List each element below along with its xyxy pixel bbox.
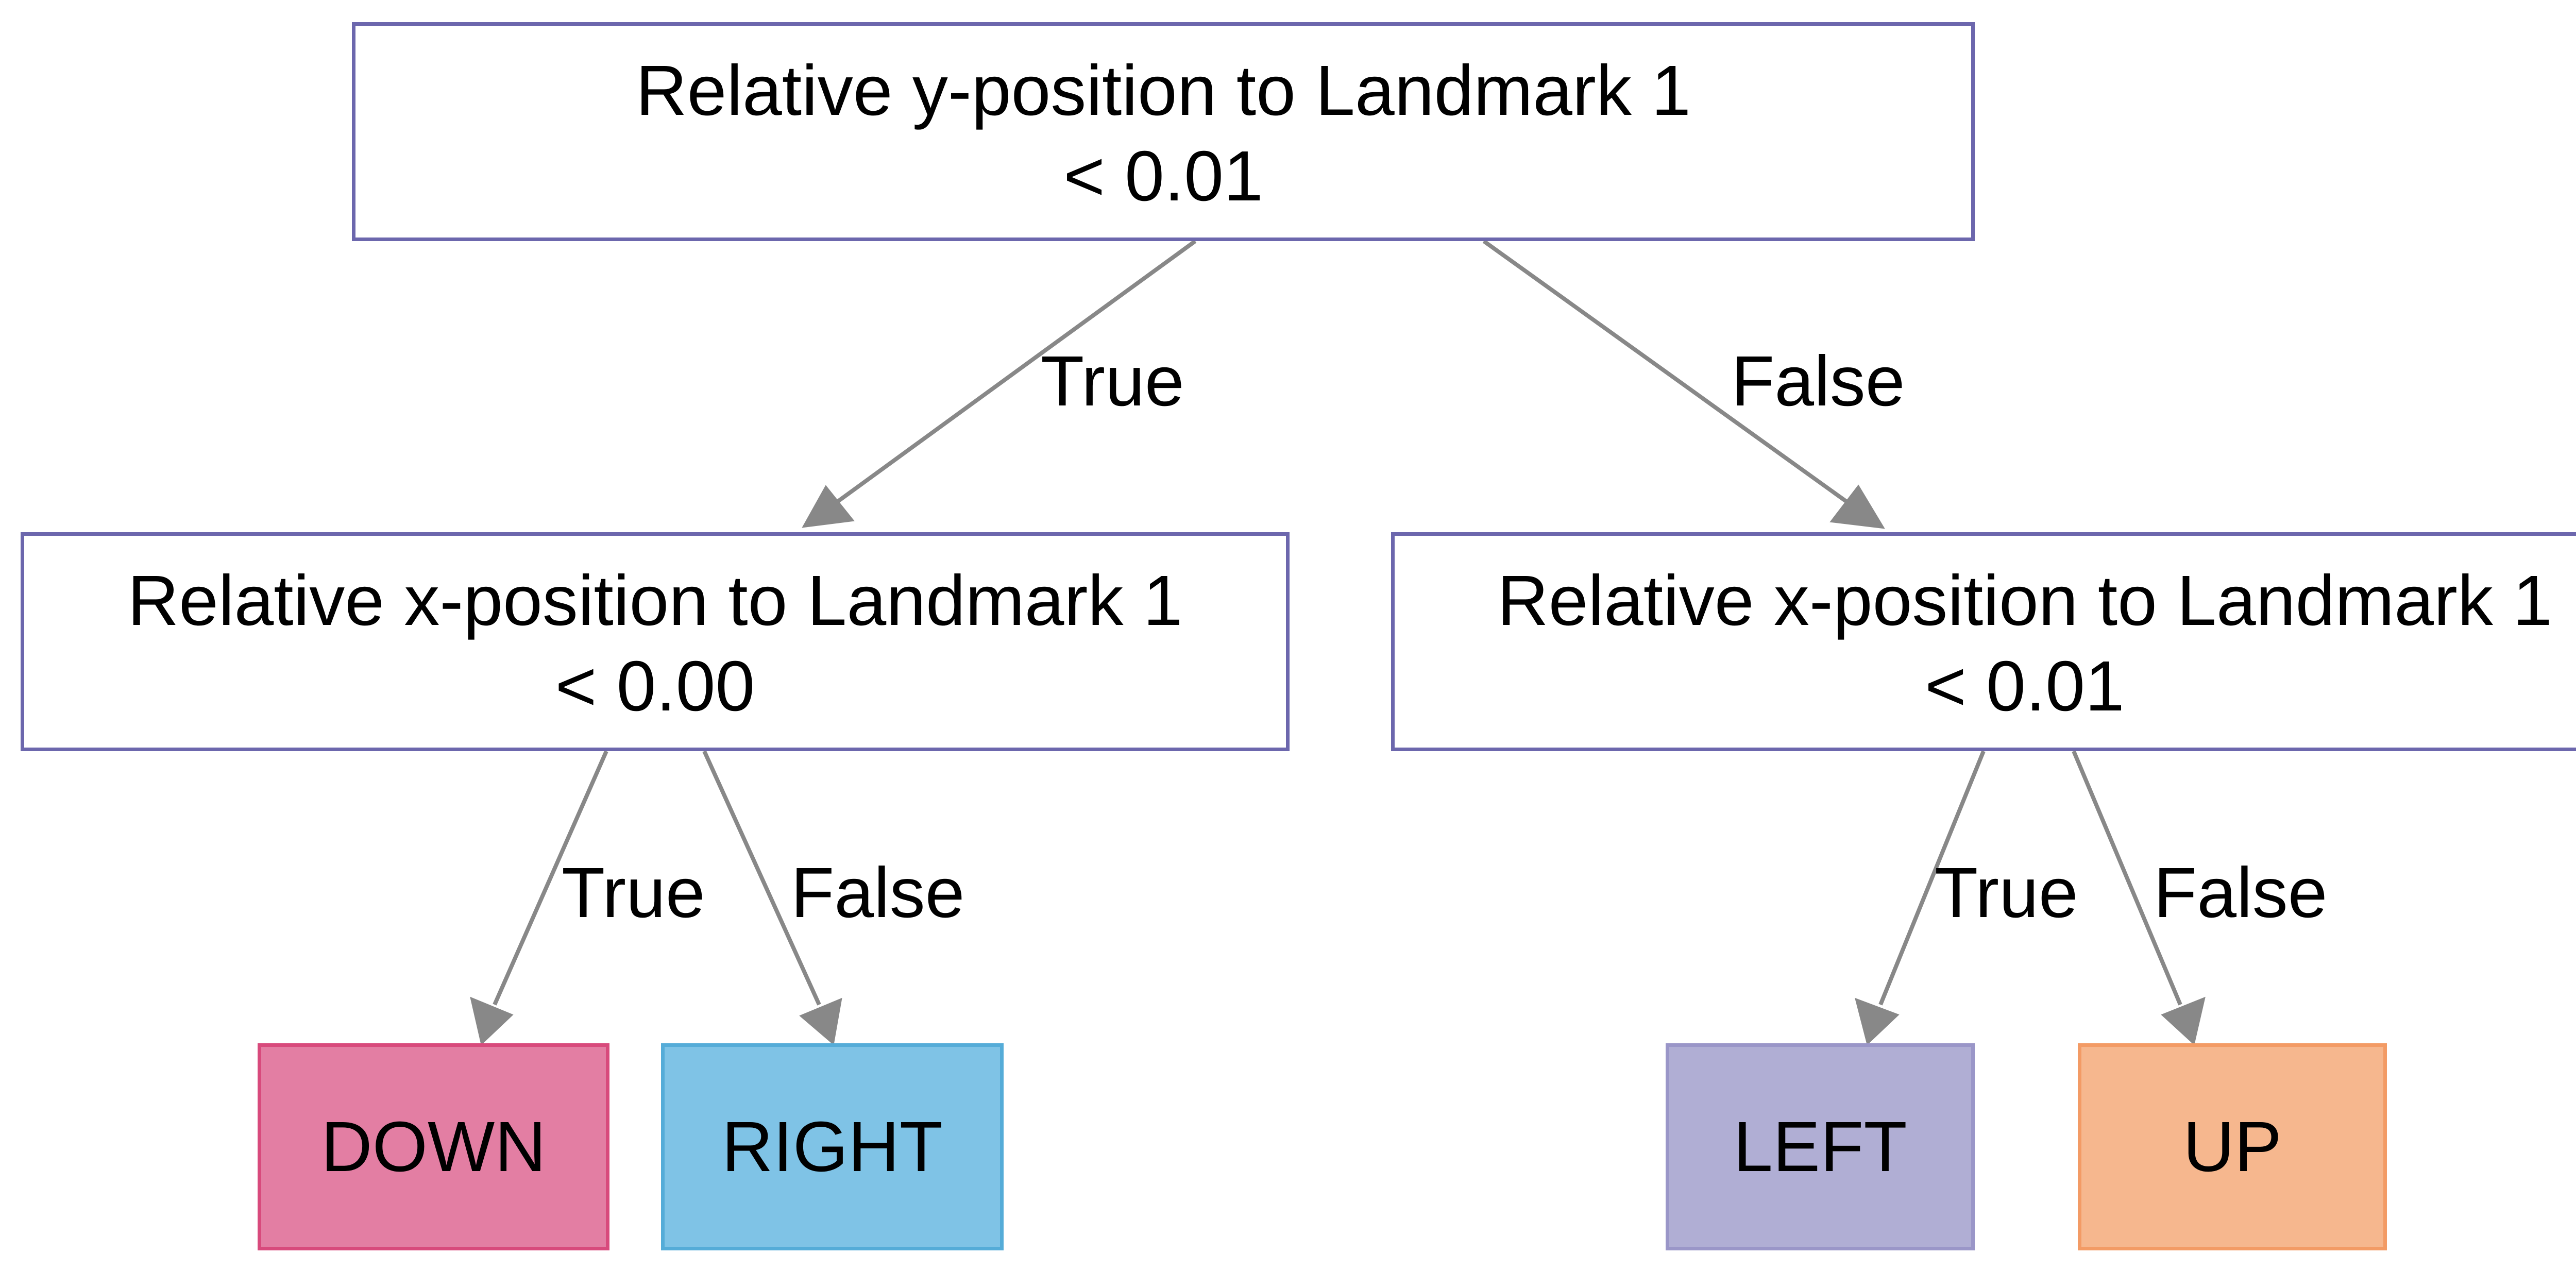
right-condition-label: < 0.01 <box>1925 646 2125 726</box>
edge-left-true: True <box>470 750 705 1045</box>
leaf-node-right: RIGHT <box>661 1043 1004 1250</box>
edge-root-true: True <box>802 239 1197 528</box>
edge-right-false: False <box>2072 750 2327 1045</box>
edge-label-right-false: False <box>2154 853 2327 933</box>
leaf-node-down: DOWN <box>258 1043 609 1250</box>
leaf-label-right: RIGHT <box>721 1107 943 1187</box>
leaf-node-up: UP <box>2078 1043 2387 1250</box>
leaf-node-left: LEFT <box>1666 1043 1975 1250</box>
root-decision-node: Relative y-position to Landmark 1 < 0.01 <box>352 22 1975 241</box>
edge-left-false: False <box>702 750 964 1045</box>
edge-right-true: True <box>1855 750 2078 1045</box>
edge-label-root-false: False <box>1731 342 1905 421</box>
root-feature-label: Relative y-position to Landmark 1 <box>635 50 1691 130</box>
edge-label-right-true: True <box>1935 853 2078 933</box>
left-feature-label: Relative x-position to Landmark 1 <box>127 561 1183 640</box>
left-decision-node: Relative x-position to Landmark 1 < 0.00 <box>21 532 1290 751</box>
edge-label-left-false: False <box>791 853 964 933</box>
leaf-label-left: LEFT <box>1733 1107 1907 1187</box>
edge-root-false: False <box>1482 239 1905 529</box>
right-feature-label: Relative x-position to Landmark 1 <box>1497 561 2553 640</box>
leaf-label-down: DOWN <box>321 1107 546 1187</box>
edge-label-left-true: True <box>562 853 705 933</box>
right-decision-node: Relative x-position to Landmark 1 < 0.01 <box>1391 532 2576 751</box>
leaf-label-up: UP <box>2183 1107 2282 1187</box>
root-condition-label: < 0.01 <box>1063 136 1263 216</box>
left-condition-label: < 0.00 <box>555 646 755 726</box>
edge-label-root-true: True <box>1041 342 1184 421</box>
